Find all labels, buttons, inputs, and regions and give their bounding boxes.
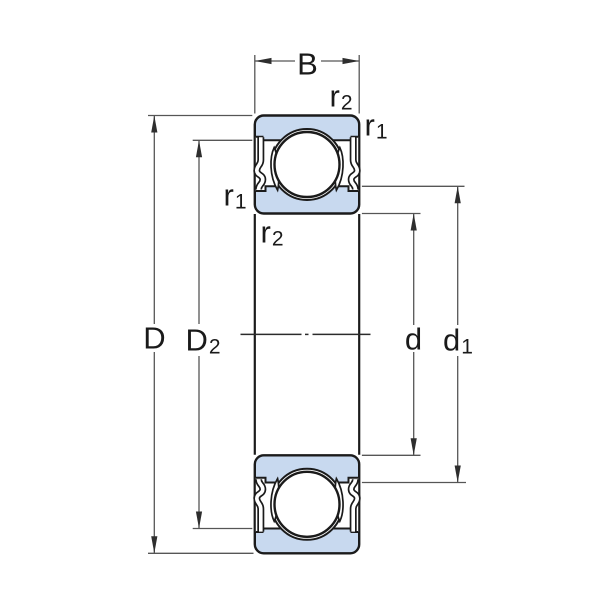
label-outer-diameter-D: D (143, 320, 166, 356)
dimension-arrows (151, 57, 461, 554)
label-bore-diameter-d: d (404, 321, 423, 357)
bearing-top-section (255, 116, 359, 214)
label-width-B: B (297, 46, 318, 82)
bearing-bottom-section (255, 455, 359, 553)
dimension-lines (148, 55, 466, 554)
